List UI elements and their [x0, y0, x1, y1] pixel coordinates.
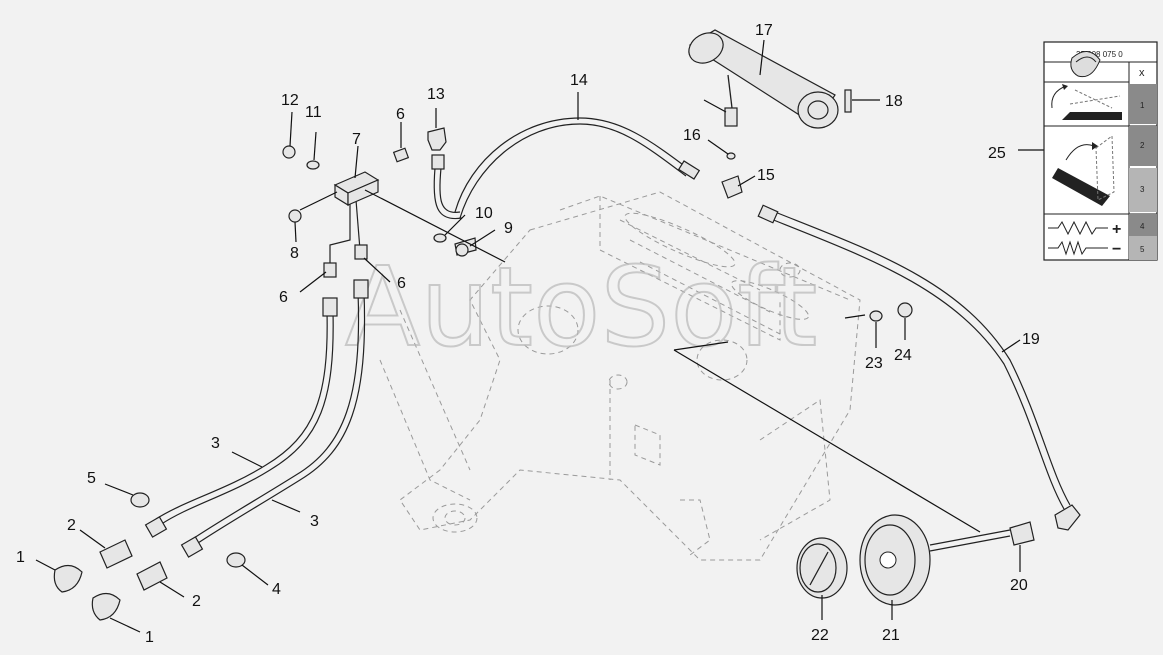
- callout-10: 10: [475, 205, 493, 222]
- spring-plus-icon: +: [1048, 220, 1121, 238]
- legend-row-5: 5: [1140, 245, 1145, 254]
- callout-14: 14: [570, 72, 588, 89]
- pin-18: [844, 89, 852, 113]
- callout-24: 24: [894, 347, 912, 364]
- callout-7: 7: [352, 131, 361, 148]
- callout-2: 2: [192, 593, 201, 610]
- roll-icon: [1070, 51, 1101, 78]
- callout-5: 5: [87, 470, 96, 487]
- callout-13: 13: [427, 86, 445, 103]
- legend-grey-cells: [1129, 84, 1157, 260]
- callout-21: 21: [882, 627, 900, 644]
- callout-9: 9: [504, 220, 513, 237]
- callout-19: 19: [1022, 331, 1040, 348]
- callout-25: 25: [988, 145, 1006, 162]
- boom-frame: [379, 191, 861, 561]
- callout-3: 3: [211, 435, 220, 452]
- legend-code: 27 008 075 0: [1076, 50, 1123, 59]
- callout-12: 12: [281, 92, 299, 109]
- fittings: [53, 107, 1081, 621]
- tilt-icon-2: [1052, 135, 1115, 206]
- callout-11: 11: [305, 104, 322, 121]
- callout-6: 6: [279, 289, 288, 306]
- callout-17: 17: [755, 22, 773, 39]
- disc-22: [796, 537, 848, 599]
- callout-6: 6: [397, 275, 406, 292]
- callout-3: 3: [310, 513, 319, 530]
- callout-6: 6: [396, 106, 405, 123]
- callout-2: 2: [67, 517, 76, 534]
- callout-4: 4: [272, 581, 281, 598]
- legend-row-4: 4: [1140, 222, 1145, 231]
- spring-minus-icon: −: [1048, 240, 1121, 258]
- callout-23: 23: [865, 355, 883, 372]
- callout-16: 16: [683, 127, 701, 144]
- callouts: 1 1 2 2 3 3 4 5 6 6 6 7 8 9 10 11 12 13 …: [16, 22, 1040, 646]
- tilt-icon-1: [1051, 84, 1122, 120]
- legend-row-3: 3: [1140, 185, 1145, 194]
- boom-slots: [624, 212, 810, 320]
- legend-minus: −: [1112, 241, 1121, 258]
- callout-22: 22: [811, 627, 829, 644]
- callout-18: 18: [885, 93, 903, 110]
- callout-8: 8: [290, 245, 299, 262]
- callout-1: 1: [145, 629, 154, 646]
- leader-lines: [35, 39, 1044, 633]
- legend-panel: 27 008 075 0 x 1 2 3 4 5: [1043, 41, 1158, 261]
- callout-1: 1: [16, 549, 25, 566]
- callout-20: 20: [1010, 577, 1028, 594]
- watermark: AutoSoft: [345, 243, 817, 371]
- disc-21: [859, 514, 931, 606]
- legend-column-header: x: [1139, 67, 1145, 79]
- callout-15: 15: [757, 167, 775, 184]
- legend-row-2: 2: [1140, 141, 1145, 150]
- legend-row-1: 1: [1140, 101, 1145, 110]
- legend-plus: +: [1112, 221, 1121, 238]
- hoses: [155, 117, 1071, 552]
- cylinder-17: [688, 29, 839, 129]
